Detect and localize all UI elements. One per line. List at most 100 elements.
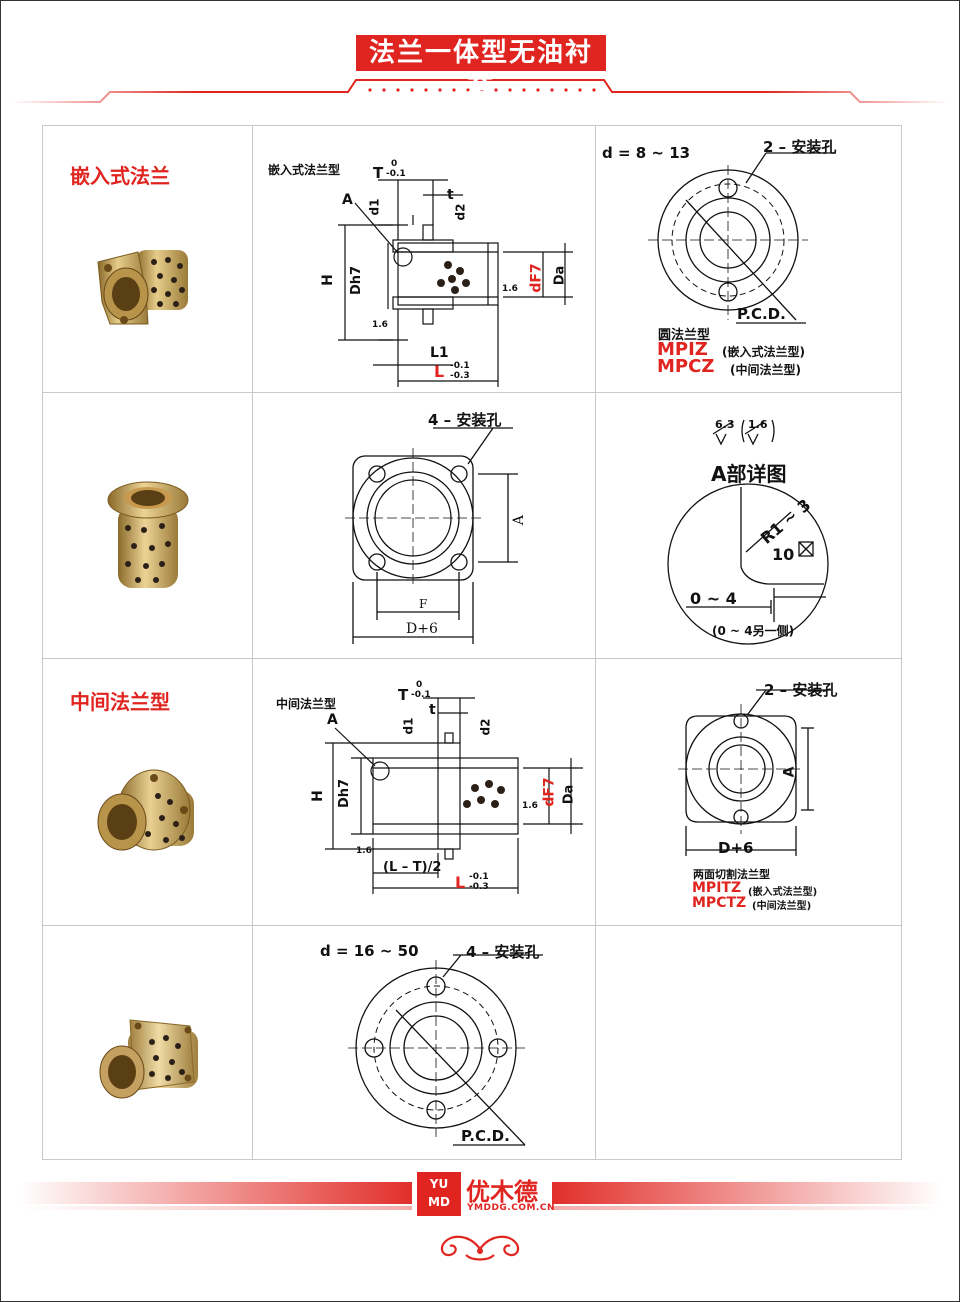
dim-dF7-embedded: dF7 <box>528 263 545 293</box>
dim-T-embedded: T <box>373 164 384 182</box>
logo-bottom-text: MD <box>428 1195 450 1209</box>
drawing-two-side-cut-flange <box>678 689 831 856</box>
cell-r1c3 <box>596 126 901 393</box>
dim-A-middle: A <box>327 712 338 728</box>
brand-logo: YU MD <box>417 1172 461 1216</box>
drawing-embedded-side-view <box>338 179 573 387</box>
dim-d1-middle: d1 <box>401 717 416 735</box>
caption-middle: 中间法兰型 <box>276 697 337 711</box>
dim-t-middle: t <box>429 702 436 718</box>
dim-T-middle: T <box>398 686 409 704</box>
dim-d2-embedded: d2 <box>453 203 468 221</box>
product-photo-round-flange <box>107 481 189 588</box>
product-photo-square-flange <box>99 1019 198 1099</box>
dim-Dh7-embedded: Dh7 <box>349 265 365 296</box>
dim-L1-embedded: L1 <box>430 345 449 361</box>
holes-4-label-round: 4 – 安装孔 <box>466 943 540 961</box>
detail-a-gap: 0 ~ 4 <box>690 589 737 608</box>
drawing-detail-a <box>667 419 829 645</box>
dim-d1-embedded: d1 <box>367 198 382 216</box>
dim-D6-cut: D+6 <box>718 839 754 857</box>
flange-bottom <box>392 296 454 310</box>
holes-2-label-cut: 2 – 安装孔 <box>764 681 838 699</box>
cell-r1c1 <box>43 126 253 393</box>
product-grid <box>42 125 902 1160</box>
model-mpctz-desc: (中间法兰型) <box>752 901 812 912</box>
rough-embedded-2: 1.6 <box>502 284 518 294</box>
dim-D6-square: D+6 <box>406 621 438 637</box>
header-decoration <box>10 79 950 103</box>
product-photo-middle-flange <box>97 769 194 851</box>
detail-a-gap-note: (0 ~ 4另一侧) <box>712 624 795 638</box>
row-label-embedded: 嵌入式法兰 <box>70 164 170 188</box>
drawing-middle-side-view <box>325 697 583 894</box>
dim-A-square: A <box>511 514 528 526</box>
model-mpiz: MPIZ <box>657 339 708 360</box>
dim-T-tol-bot-middle: -0.1 <box>411 690 431 700</box>
dim-Dh7-middle: Dh7 <box>337 778 353 809</box>
dim-d2-middle: d2 <box>478 718 493 736</box>
dim-T-tol-bot: -0.1 <box>386 169 406 179</box>
brand-name: 优木德 <box>466 1178 538 1206</box>
rough-16: 1.6 <box>748 418 768 431</box>
drawing-round-flange-4hole <box>348 954 543 1146</box>
cell-r2c3 <box>596 393 901 659</box>
model-mpiz-desc: (嵌入式法兰型) <box>722 345 805 359</box>
type-two-side-cut: 两面切割法兰型 <box>693 868 770 881</box>
dim-L-tol-top-middle: -0.1 <box>469 872 489 882</box>
cell-r3c3 <box>596 659 901 926</box>
rough-63: 6.3 <box>715 418 735 431</box>
dim-H-middle: H <box>309 790 326 802</box>
cell-r4c1 <box>43 926 253 1159</box>
range-small: d = 8 ~ 13 <box>602 144 691 162</box>
pcd-label-2: P.C.D. <box>461 1127 510 1145</box>
title-banner: 法兰一体型无油衬套 <box>356 35 606 104</box>
logo-top-text: YU <box>429 1177 449 1191</box>
drawing-square-flange-4hole <box>345 427 518 644</box>
rough-middle-2: 1.6 <box>522 801 538 811</box>
cell-r2c2 <box>253 393 596 659</box>
model-mpitz: MPITZ <box>692 880 742 896</box>
model-mpcz: MPCZ <box>657 356 715 377</box>
flange-top <box>392 239 454 253</box>
cell-r2c1 <box>43 393 253 659</box>
cell-r3c1 <box>43 659 253 926</box>
dim-T-tol-top-middle: 0 <box>416 680 423 690</box>
holes-2-label: 2 – 安装孔 <box>763 138 837 156</box>
dim-L-middle: L <box>455 873 466 892</box>
dim-LT2-middle: (L – T)/2 <box>383 860 442 875</box>
dim-L-tol-bot-middle: -0.3 <box>469 882 489 892</box>
dim-A-embedded: A <box>342 192 353 208</box>
cell-r4c2 <box>253 926 596 1159</box>
cell-r1c2 <box>253 126 596 393</box>
brand-url: YMDDG.COM.CN <box>467 1203 555 1213</box>
dim-F-square: F <box>419 597 428 611</box>
dim-A-cut: A <box>781 766 798 778</box>
cell-r3c2 <box>253 659 596 926</box>
dim-H-embedded: H <box>319 274 336 286</box>
detail-a-10: 10 <box>772 545 795 564</box>
rough-embedded-1: 1.6 <box>372 320 388 330</box>
rough-middle-1: 1.6 <box>356 846 372 856</box>
model-mpitz-desc: (嵌入式法兰型) <box>748 887 818 898</box>
product-photo-embedded-flange <box>97 250 188 325</box>
cell-r4c3 <box>596 926 901 1159</box>
dim-L-embedded: L <box>434 362 445 381</box>
model-mpctz: MPCTZ <box>692 895 747 911</box>
row-label-middle: 中间法兰型 <box>70 690 170 714</box>
holes-4-label-square: 4 – 安装孔 <box>428 411 502 429</box>
footer-band <box>20 1182 942 1210</box>
detail-a-title: A部详图 <box>711 462 787 486</box>
drawing-round-flange-2hole <box>648 152 836 324</box>
dim-L-tol-bot: -0.3 <box>450 371 470 381</box>
dim-t-embedded: t <box>447 187 454 203</box>
type-round-flange: 圆法兰型 <box>658 328 711 343</box>
caption-embedded: 嵌入式法兰型 <box>268 163 341 177</box>
dim-Da-middle: Da <box>561 784 577 805</box>
dim-Da-embedded: Da <box>552 265 568 286</box>
ornament-swirl-icon <box>440 1235 520 1261</box>
dim-T-tol-top: 0 <box>391 159 398 169</box>
range-large: d = 16 ~ 50 <box>320 942 419 960</box>
model-mpcz-desc: (中间法兰型) <box>730 363 801 377</box>
dim-dF7-middle: dF7 <box>541 777 558 807</box>
